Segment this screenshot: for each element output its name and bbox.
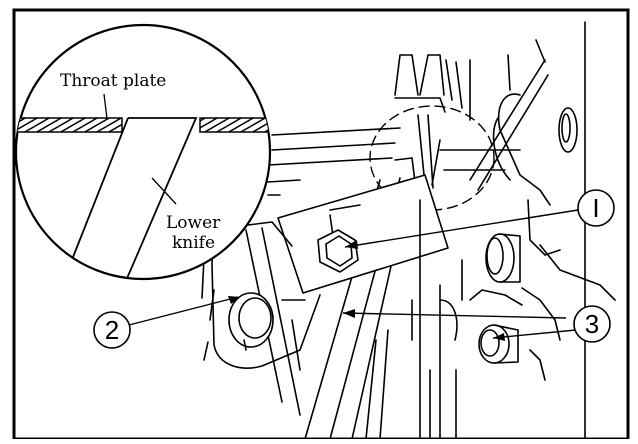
lower-knife-label-line2: knife	[172, 233, 215, 253]
callout-3: 3	[573, 305, 611, 343]
callout-3-leader-b	[492, 329, 577, 339]
throat-plate-right	[199, 117, 270, 133]
callout-2: 2	[93, 311, 131, 349]
callout-1-leader	[344, 209, 579, 248]
callout-3-number: 3	[585, 309, 599, 339]
lower-knife-label-line1: Lower	[166, 213, 221, 233]
magnified-inset	[14, 23, 272, 281]
callout-1-number: I	[592, 193, 599, 223]
callouts	[128, 209, 579, 341]
callout-1: I	[577, 189, 615, 227]
callout-2-number: 2	[105, 315, 119, 345]
machine-drawing	[201, 21, 616, 441]
callout-3-leader-a	[342, 312, 567, 319]
throat-plate-left	[16, 117, 123, 133]
inset-circle	[14, 23, 272, 281]
callout-2-leader	[128, 296, 239, 326]
throat-plate-label: Throat plate	[60, 71, 166, 91]
